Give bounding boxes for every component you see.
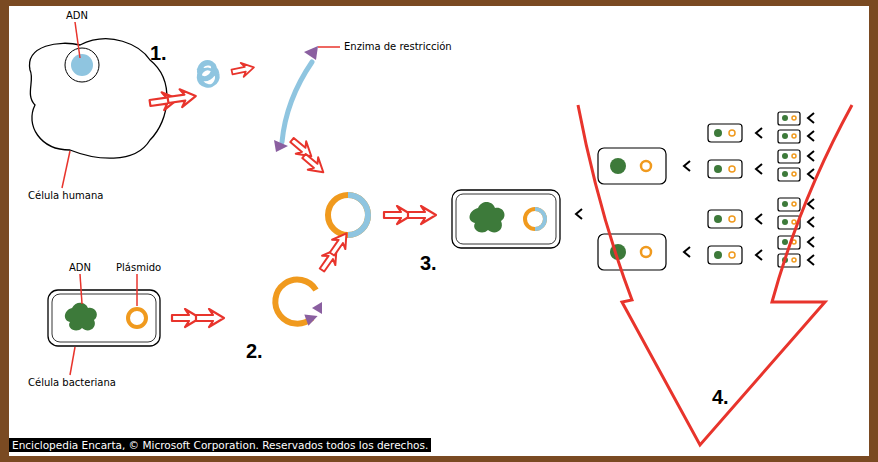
- step-number: 4.: [712, 386, 729, 408]
- cell-wall: [456, 194, 556, 244]
- part-label: ADN: [69, 262, 91, 273]
- multiplication-arrow: [578, 105, 852, 445]
- restriction-enzyme: [274, 140, 288, 152]
- recombinant-plasmid: [525, 209, 545, 229]
- part-label: Enzima de restricción: [344, 41, 452, 52]
- part-label: Plásmido: [116, 262, 161, 273]
- human-dna: [71, 54, 93, 76]
- part-label: Célula bacteriana: [28, 377, 116, 388]
- restriction-enzyme: [312, 302, 322, 314]
- tangled-dna: [198, 61, 218, 86]
- step-number: 3.: [420, 252, 437, 274]
- nucleus: [65, 48, 99, 82]
- part-label: ADN: [66, 10, 88, 21]
- leader-line: [75, 22, 80, 58]
- process-arrows: [149, 60, 436, 327]
- inserted-dna: [348, 195, 368, 235]
- leader-line: [80, 274, 82, 304]
- plasmid: [128, 309, 146, 327]
- human-cell: [30, 39, 167, 158]
- step-number: 1.: [150, 42, 167, 64]
- clone-cells: [598, 112, 800, 270]
- leader-line: [62, 151, 70, 188]
- inserted-dna: [535, 209, 545, 229]
- recombinant-plasmid: [328, 195, 368, 235]
- bacterial-dna: [65, 303, 97, 331]
- bacterial-dna: [470, 202, 505, 232]
- dna-fragment: [282, 62, 312, 142]
- copyright-caption: Enciclopedia Encarta, © Microsoft Corpor…: [9, 438, 431, 452]
- part-label: Célula humana: [28, 190, 103, 201]
- transformed-bacterium: [452, 190, 560, 248]
- cell-wall: [52, 294, 156, 342]
- restriction-enzyme: [304, 46, 318, 60]
- leader-line: [136, 274, 138, 306]
- clone-contents: [610, 115, 796, 263]
- restriction-enzyme: [304, 310, 319, 325]
- leader-line: [318, 46, 340, 48]
- step-number: 2.: [246, 340, 263, 362]
- bacterial-cell: [48, 290, 160, 346]
- leader-line: [70, 347, 75, 375]
